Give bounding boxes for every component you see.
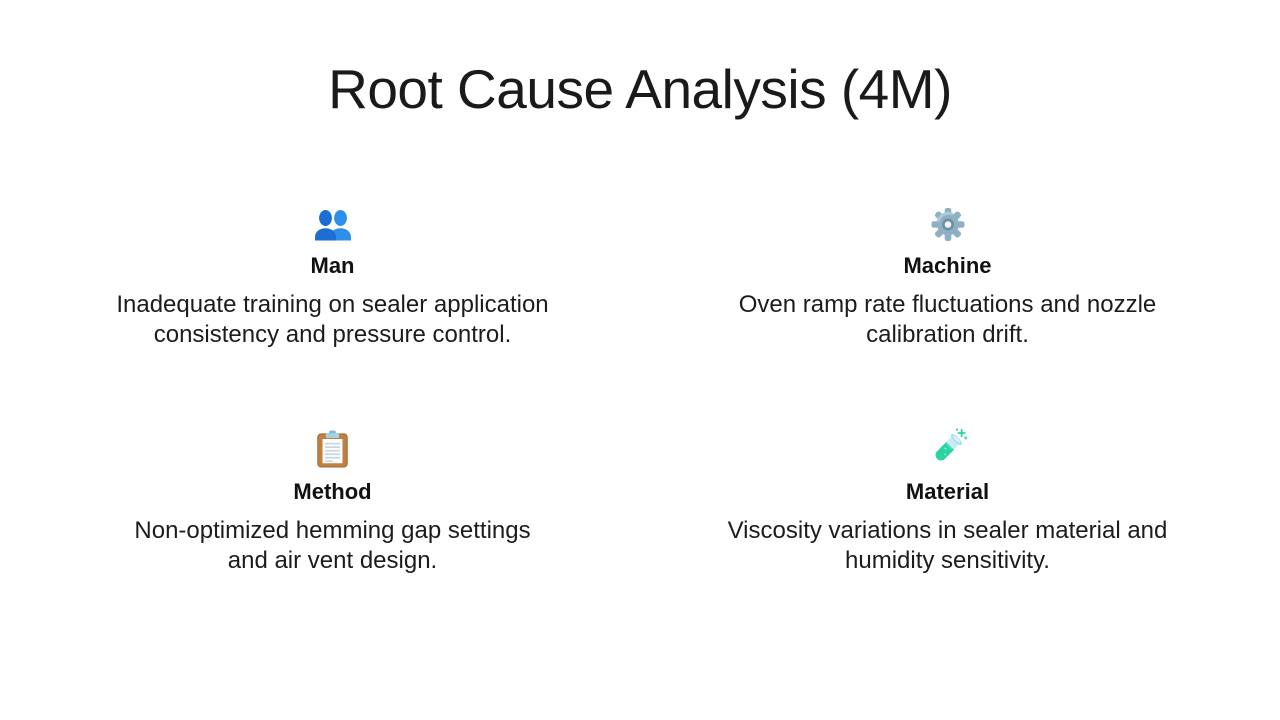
quadrant-label: Man [310, 253, 355, 278]
quadrant-description: Viscosity variations in sealer material … [727, 517, 1168, 574]
quadrant-label: Material [905, 479, 990, 504]
quadrant-method: Method Non-optimized hemming gap setting… [25, 430, 640, 576]
quadrant-label: Machine [903, 253, 992, 278]
quadrant-grid: Man Inadequate training on sealer applic… [25, 204, 1255, 576]
clipboard-icon [316, 430, 349, 468]
quadrant-description: Non-optimized hemming gap settings and a… [134, 517, 531, 574]
quadrant-man: Man Inadequate training on sealer applic… [25, 204, 640, 350]
people-icon [313, 204, 353, 242]
quadrant-machine: Machine Oven ramp rate fluctuations and … [640, 204, 1255, 350]
quadrant-description: Oven ramp rate fluctuations and nozzle c… [738, 291, 1157, 348]
test-tube-icon [927, 428, 969, 468]
quadrant-material: Material Viscosity variations in sealer … [640, 428, 1255, 576]
quadrant-label: Method [293, 479, 372, 504]
gear-icon [930, 204, 966, 242]
page-title: Root Cause Analysis (4M) [328, 58, 952, 120]
quadrant-description: Inadequate training on sealer applicatio… [116, 291, 549, 348]
